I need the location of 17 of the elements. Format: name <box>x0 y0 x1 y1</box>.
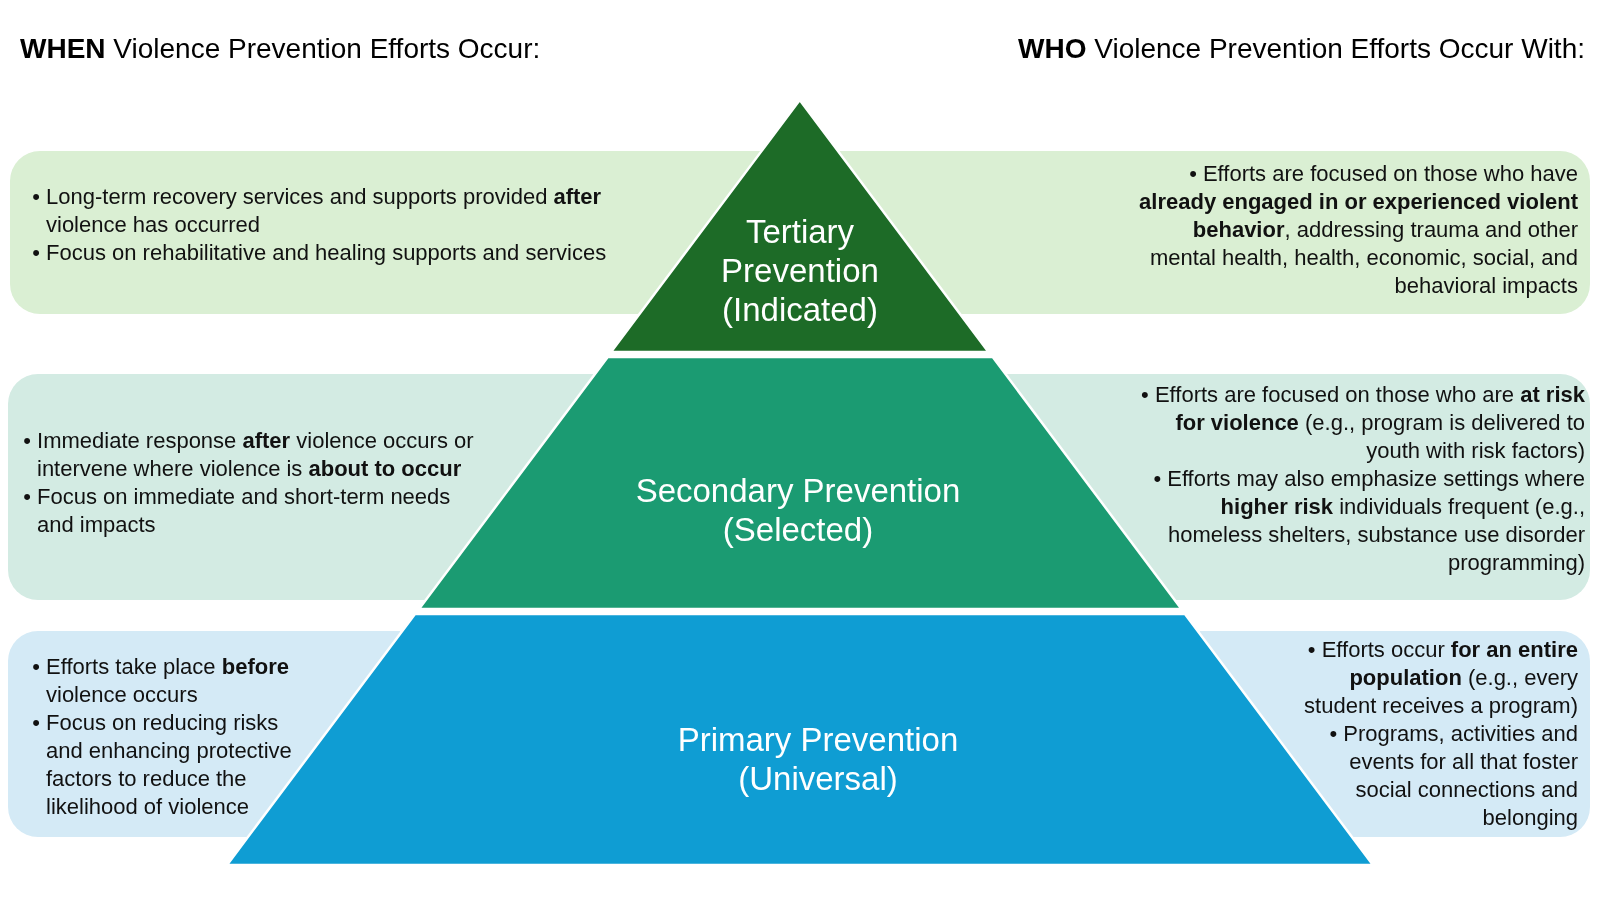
bullet-text: • Efforts are focused on those who have already engaged in or experienced violent behavior, addressing trauma and other mental health, health, economic, social, and behavioral impacts <box>1138 160 1578 300</box>
column-heading: WHEN Violence Prevention Efforts Occur: <box>20 33 541 65</box>
tier-label: Primary Prevention (Universal) <box>676 720 960 798</box>
bullet-text: • Efforts are focused on those who are at risk for violence (e.g., program is delivered to youth with risk factors) <box>1140 381 1585 465</box>
pyramid-tier <box>611 100 989 352</box>
tier-label: Secondary Prevention (Selected) <box>634 471 962 549</box>
bullet-text: • Focus on rehabilitative and healing supports and services <box>31 239 608 267</box>
bullet-text: • Efforts take place before violence occurs <box>31 653 290 709</box>
bullet-text: • Focus on reducing risks and enhancing protective factors to reduce the likelihood of violence <box>31 709 293 821</box>
bullet-text: • Programs, activities and events for all that foster social connections and belonging <box>1328 720 1578 832</box>
bullet-text: • Immediate response after violence occurs or intervene where violence is about to occur <box>22 427 475 483</box>
bullet-text: • Focus on immediate and short-term needs and impacts <box>22 483 452 539</box>
bullet-text: • Efforts may also emphasize settings where higher risk individuals frequent (e.g., homeless shelters, substance use disorder programming) <box>1152 465 1585 577</box>
column-heading: WHO Violence Prevention Efforts Occur With: <box>1018 33 1585 65</box>
bullet-text: • Long-term recovery services and supports provided after violence has occurred <box>31 183 603 239</box>
bullet-text: • Efforts occur for an entire population (e.g., every student receives a program) <box>1303 636 1578 720</box>
tier-label: Tertiary Prevention (Indicated) <box>720 211 880 329</box>
